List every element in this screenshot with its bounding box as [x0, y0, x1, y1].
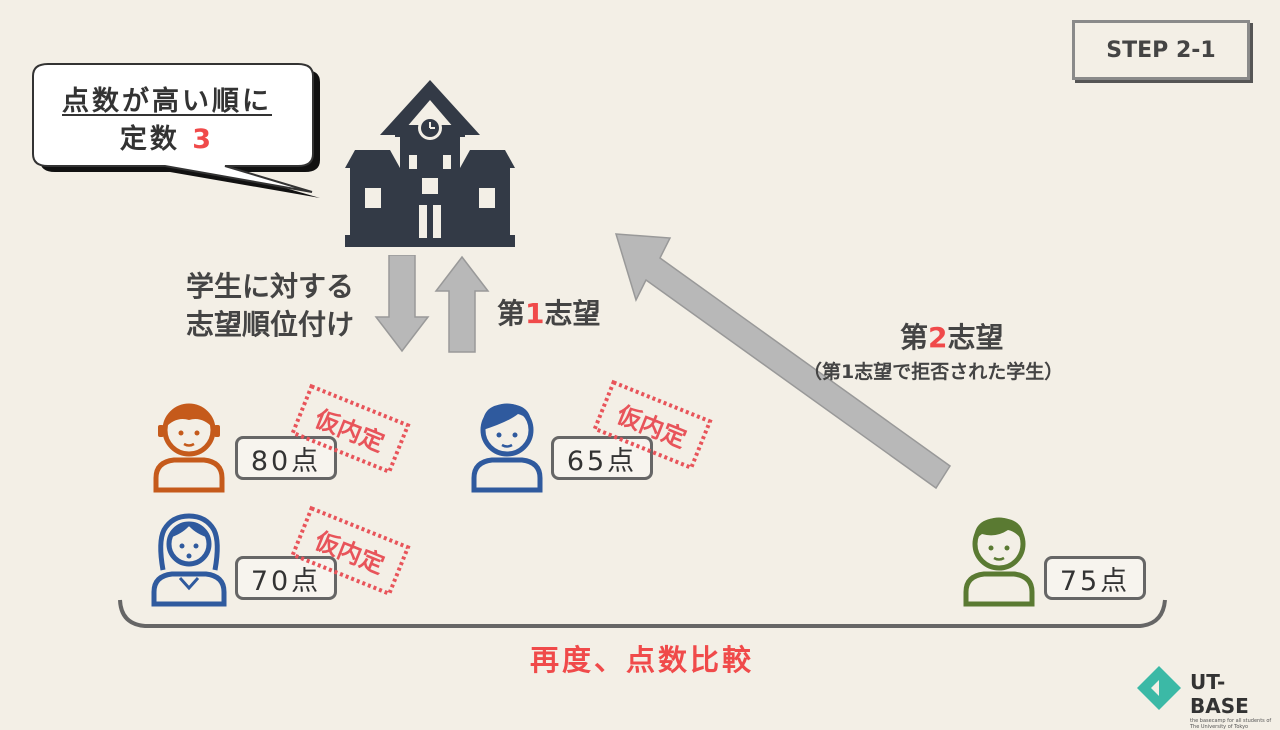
provisional-offer-stamp: 仮内定 — [290, 383, 411, 475]
capacity-number: 3 — [192, 124, 215, 155]
pref1-prefix: 第 — [497, 297, 526, 330]
logo-name: UT-BASE — [1190, 670, 1249, 718]
pref1-number: 1 — [525, 297, 545, 330]
bubble-line1: 点数が高い順に — [62, 86, 272, 117]
school-building-icon — [345, 80, 515, 247]
bubble-text: 点数が高い順に 定数 3 — [22, 76, 312, 166]
provisional-offer-stamp: 仮内定 — [290, 505, 411, 597]
student-avatar-icon — [471, 403, 543, 493]
second-preference-label: 第2志望 — [900, 316, 1004, 356]
provisional-offer-stamp: 仮内定 — [592, 379, 713, 471]
step-label: STEP 2-1 — [1072, 20, 1250, 80]
ranking-label-line1: 学生に対する — [186, 270, 355, 303]
second-preference-note: （第1志望で拒否された学生） — [803, 361, 1064, 383]
ut-base-logo: UT-BASE the basecamp for all students of… — [1190, 670, 1280, 730]
student-avatar-icon — [963, 517, 1035, 607]
score-box: 75点 — [1044, 556, 1146, 600]
student-avatar-icon — [153, 403, 225, 493]
stamp-text: 仮内定 — [612, 399, 691, 453]
up-arrow-icon — [434, 255, 490, 353]
pref2-number: 2 — [928, 321, 948, 354]
logo-sub-line2: The University of Tokyo — [1190, 724, 1249, 730]
bubble-line2-prefix: 定数 — [119, 124, 193, 155]
pref2-suffix: 志望 — [947, 321, 1004, 354]
ranking-label: 学生に対する 志望順位付け — [186, 268, 354, 344]
stamp-text: 仮内定 — [310, 403, 389, 457]
pref1-suffix: 志望 — [544, 297, 601, 330]
student-avatar-icon — [151, 513, 227, 607]
diagonal-arrow-icon — [614, 233, 952, 490]
compare-label: 再度、点数比較 — [530, 643, 755, 677]
down-arrow-icon — [374, 255, 430, 353]
pref2-prefix: 第 — [900, 321, 929, 354]
ut-base-logo-icon — [1137, 666, 1181, 710]
score-box: 70点 — [235, 556, 337, 600]
stamp-text: 仮内定 — [310, 525, 389, 579]
group-bracket — [118, 599, 1167, 628]
first-preference-label: 第1志望 — [497, 292, 601, 332]
score-box: 65点 — [551, 436, 653, 480]
speech-bubble — [32, 63, 320, 198]
ranking-label-line2: 志望順位付け — [186, 308, 355, 341]
